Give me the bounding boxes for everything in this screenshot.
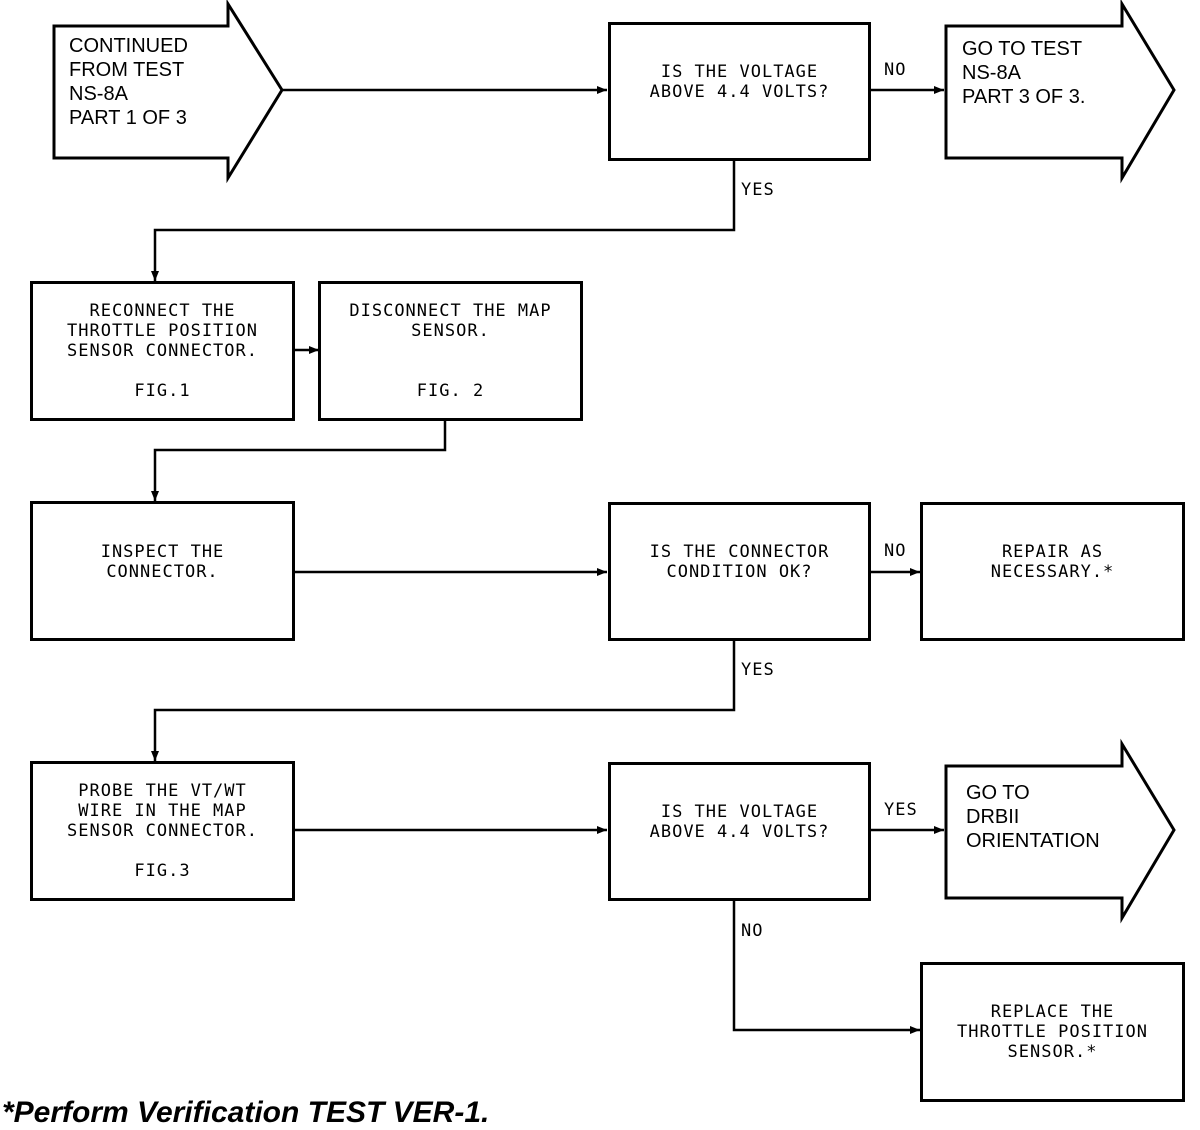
label-q3-no: NO [741, 921, 764, 941]
goto-part3-arrow-shape [944, 0, 1176, 184]
label-q2-no: NO [884, 541, 907, 561]
step-repair: REPAIR AS NECESSARY.* [920, 502, 1185, 641]
decision-voltage-2: IS THE VOLTAGE ABOVE 4.4 VOLTS? [608, 762, 871, 901]
decision-voltage-1: IS THE VOLTAGE ABOVE 4.4 VOLTS? [608, 22, 871, 161]
goto-part3-text: GO TO TEST NS-8A PART 3 OF 3. [962, 38, 1086, 108]
step-disconnect-map-text: DISCONNECT THE MAP SENSOR. [349, 301, 552, 341]
step-probe-wire-text: PROBE THE VT/WT WIRE IN THE MAP SENSOR C… [67, 781, 258, 841]
connector-q2-yes [151, 641, 736, 761]
goto-drbii-arrow-shape [944, 738, 1176, 924]
step-replace-tps: REPLACE THE THROTTLE POSITION SENSOR.* [920, 962, 1185, 1102]
label-q1-yes: YES [741, 180, 775, 200]
fig-2-label: FIG. 2 [416, 381, 485, 401]
decision-connector-ok: IS THE CONNECTOR CONDITION OK? [608, 502, 871, 641]
decision-voltage-1-text: IS THE VOLTAGE ABOVE 4.4 VOLTS? [649, 62, 830, 102]
goto-drbii-text: GO TO DRBII ORIENTATION [966, 782, 1100, 852]
step-probe-wire: PROBE THE VT/WT WIRE IN THE MAP SENSOR C… [30, 761, 295, 901]
start-arrow-text: CONTINUED FROM TEST NS-8A PART 1 OF 3 [69, 35, 188, 129]
fig-1-label: FIG.1 [134, 381, 191, 401]
step-disconnect-map: DISCONNECT THE MAP SENSOR. FIG. 2 [318, 281, 583, 421]
label-q2-yes: YES [741, 660, 775, 680]
step-reconnect-tps: RECONNECT THE THROTTLE POSITION SENSOR C… [30, 281, 295, 421]
step-reconnect-tps-text: RECONNECT THE THROTTLE POSITION SENSOR C… [67, 301, 258, 361]
connector-q1-yes [151, 161, 736, 281]
decision-voltage-2-text: IS THE VOLTAGE ABOVE 4.4 VOLTS? [649, 802, 830, 842]
connector-q3-no [732, 901, 920, 1034]
step-inspect-connector: INSPECT THE CONNECTOR. [30, 501, 295, 641]
fig-3-label: FIG.3 [134, 861, 191, 881]
start-arrow-shape [52, 0, 284, 184]
step-repair-text: REPAIR AS NECESSARY.* [990, 542, 1115, 582]
label-q3-yes: YES [884, 800, 918, 820]
connector-disconnect-to-inspect [151, 421, 447, 501]
step-inspect-connector-text: INSPECT THE CONNECTOR. [100, 542, 225, 582]
decision-connector-ok-text: IS THE CONNECTOR CONDITION OK? [649, 542, 830, 582]
label-q1-no: NO [884, 60, 907, 80]
verification-footnote: *Perform Verification TEST VER-1. [2, 1096, 490, 1129]
step-replace-tps-text: REPLACE THE THROTTLE POSITION SENSOR.* [957, 1002, 1148, 1062]
